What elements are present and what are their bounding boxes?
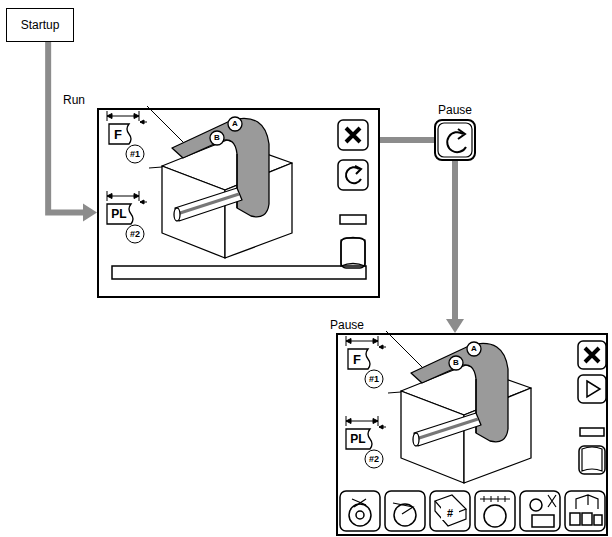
part-label: F: [114, 128, 122, 141]
callout-number: #2: [130, 230, 140, 239]
run-screen-art: [107, 106, 368, 279]
part-label: A: [471, 345, 477, 353]
flow-connector: [446, 161, 464, 333]
callout-number: #2: [369, 455, 379, 464]
callout-number: #1: [369, 375, 379, 384]
pause-icon-art: [438, 123, 472, 157]
part-label: PL: [350, 433, 365, 445]
callout-number: #1: [130, 150, 140, 159]
screen-panel: Run: [97, 108, 380, 298]
screen-heading: Pause: [438, 103, 472, 117]
box-label: Startup: [21, 18, 60, 32]
part-label: B: [214, 134, 220, 142]
part-label: F: [353, 353, 361, 366]
screen-heading: Pause: [330, 318, 364, 332]
part-label: A: [232, 120, 238, 128]
part-label: #: [447, 508, 453, 519]
screen-panel: Pause: [336, 333, 608, 536]
icon-ground: [441, 506, 459, 520]
flow-connector: [380, 140, 434, 141]
pause-button: Pause: [434, 119, 476, 161]
flow-connector: [48, 42, 97, 222]
part-label: B: [453, 359, 459, 367]
pause-screen-art: [340, 331, 606, 531]
part-label: PL: [111, 208, 126, 220]
screen-heading: Run: [63, 93, 85, 107]
process-box: Startup: [6, 8, 74, 42]
